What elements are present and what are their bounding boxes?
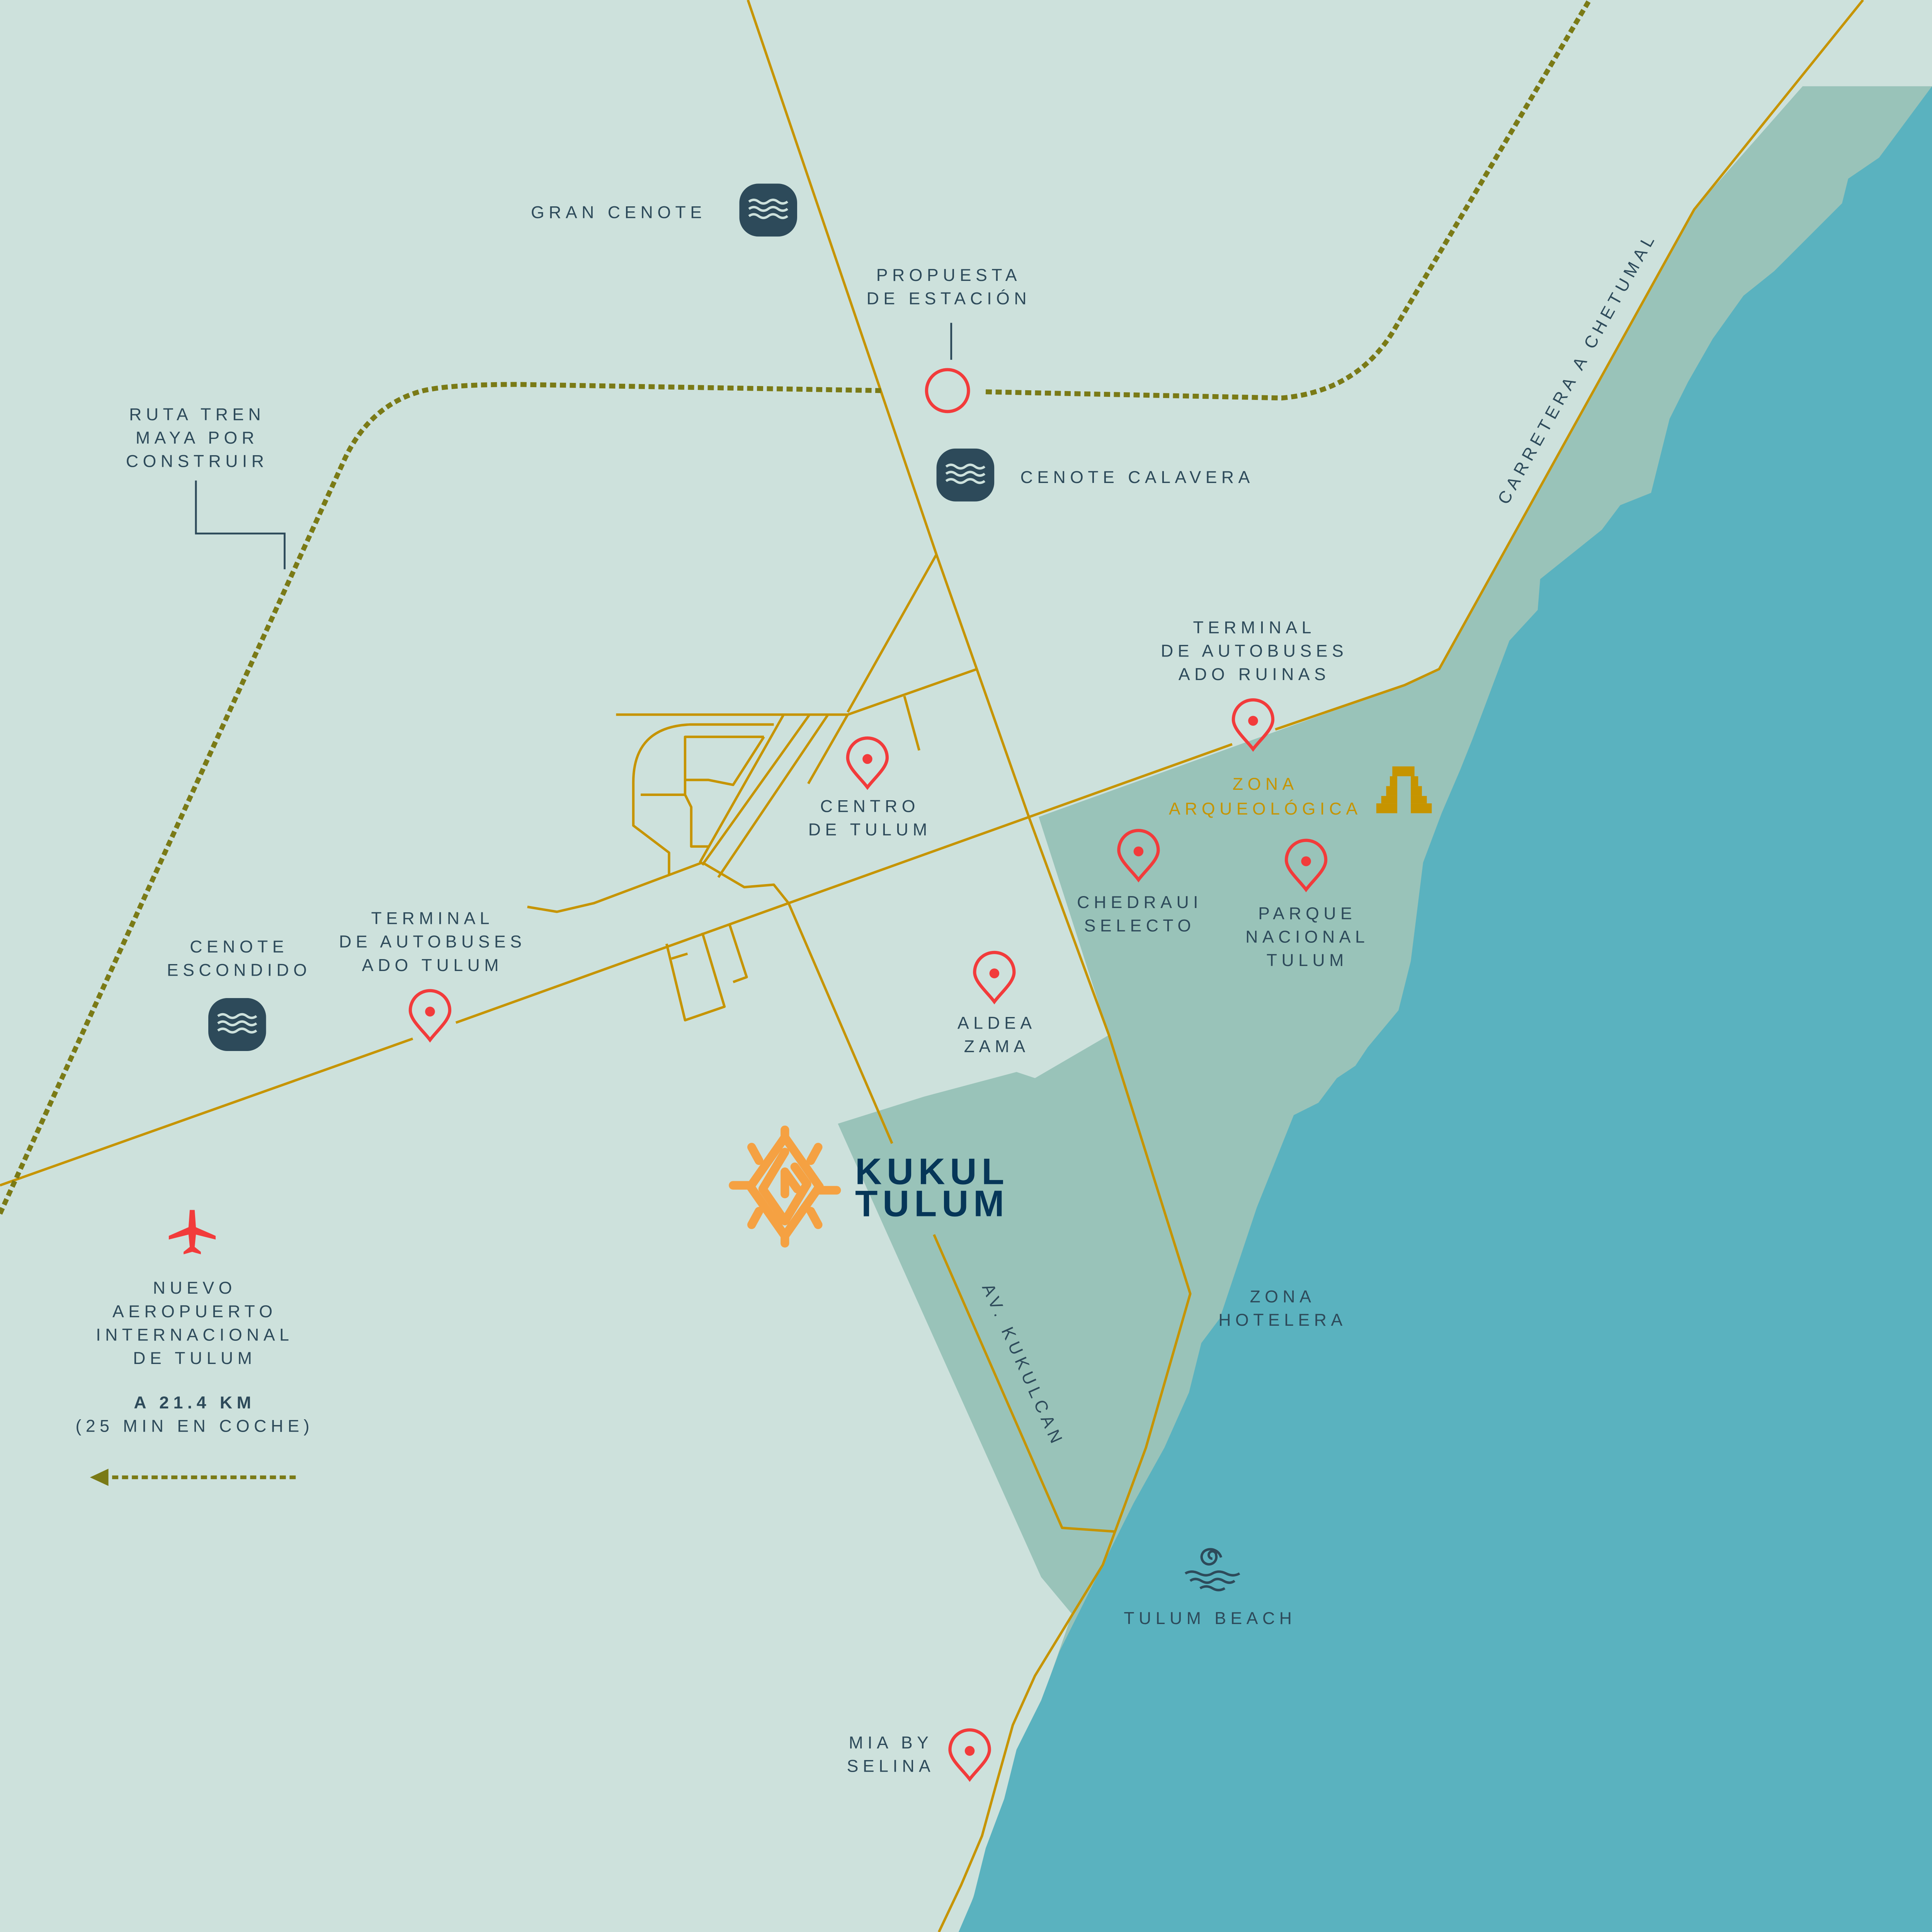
road-diagonal [787,903,893,1144]
label-terminal-tulum-3: ADO TULUM [362,956,503,975]
label-travel-time: (25 MIN EN COCHE) [75,1417,314,1435]
road-av-kukulcan [933,1234,1116,1533]
label-parque-2: NACIONAL [1245,927,1369,946]
label-aldea-zama: ALDEA [957,1014,1036,1033]
label-terminal-tulum-2: DE AUTOBUSES [339,932,526,951]
label-aeropuerto-2: AEROPUERTO [112,1302,277,1321]
label-centro: CENTRO [820,797,920,816]
label-zona-hotelera: ZONA [1250,1287,1316,1306]
label-cenote-calavera: CENOTE CALAVERA [1020,468,1254,487]
label-mia-selina-2: SELINA [847,1757,935,1776]
label-aeropuerto-3: INTERNACIONAL [96,1325,293,1344]
road-carretera-chetumal [1275,0,1864,731]
arrow-left-icon [90,1469,296,1486]
beach-wave-icon [1184,1548,1240,1592]
caribbean-sea [958,86,1932,1932]
label-mia-selina: MIA BY [849,1733,933,1752]
ruta-tren-leader [195,480,286,570]
label-ruta-tren-3: CONSTRUIR [126,452,269,471]
label-terminal-ruinas-3: ADO RUINAS [1179,665,1330,684]
label-parque: PARQUE [1258,904,1356,923]
label-zona-arqueologica: ZONA [1233,775,1298,794]
station-icon [925,368,970,413]
label-terminal-ruinas: TERMINAL [1193,618,1315,637]
pyramid-icon [1376,766,1432,813]
label-zona-arqueologica-2: ARQUEOLÓGICA [1169,799,1362,818]
kukul-logo [729,1125,841,1248]
label-ruta-tren-2: MAYA POR [136,429,259,447]
tren-maya-route [0,0,1592,1215]
label-propuesta-2: DE ESTACIÓN [867,289,1031,308]
label-terminal-tulum: TERMINAL [371,909,494,928]
brand-name-line1: KUKUL [855,1151,1009,1192]
roads [0,0,1864,1932]
cenote-icon[interactable] [208,998,266,1051]
label-cenote-escondido: CENOTE [190,937,288,956]
label-chedraui: CHEDRAUI [1077,893,1202,912]
label-aeropuerto: NUEVO [153,1279,236,1298]
label-centro-2: DE TULUM [808,820,932,839]
label-zona-hotelera-2: HOTELERA [1218,1311,1347,1330]
label-tulum-beach: TULUM BEACH [1124,1609,1296,1628]
label-aldea-zama-2: ZAMA [964,1037,1030,1056]
town-streets [527,554,978,1022]
airplane-icon [168,1210,216,1255]
road-carretera-west [0,1037,413,1187]
label-terminal-ruinas-2: DE AUTOBUSES [1161,642,1348,661]
label-distance: A 21.4 KM [134,1393,255,1412]
label-parque-3: TULUM [1267,951,1348,970]
brand-name-line2: TULUM [855,1183,1009,1224]
label-propuesta: PROPUESTA [876,266,1021,285]
cenote-icon[interactable] [937,449,995,502]
label-gran-cenote: GRAN CENOTE [531,203,706,222]
label-cenote-escondido-2: ESCONDIDO [167,961,311,980]
label-aeropuerto-4: DE TULUM [133,1349,256,1368]
label-chedraui-2: SELECTO [1084,917,1196,935]
cenote-icon[interactable] [739,184,797,236]
label-ruta-tren: RUTA TREN [129,405,265,424]
